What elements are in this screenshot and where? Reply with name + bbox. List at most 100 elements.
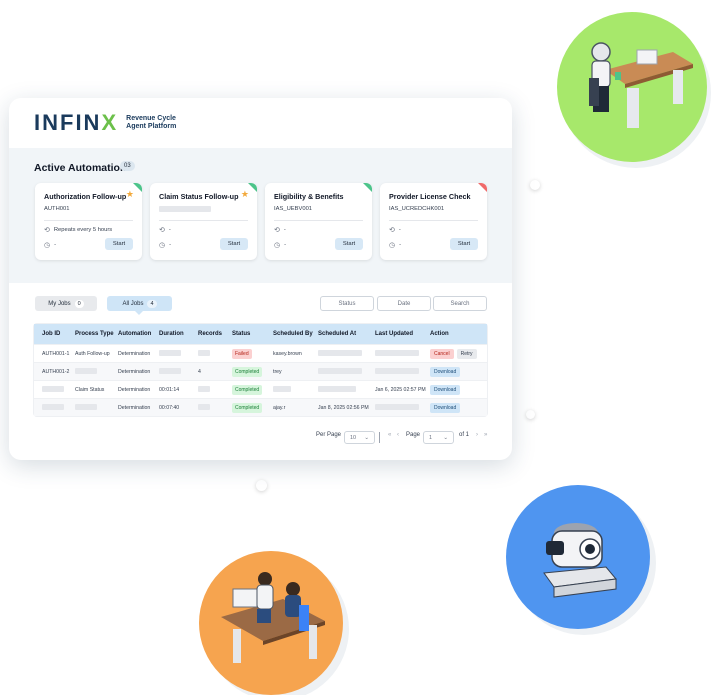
page-select[interactable]: 1 ⌄ <box>423 431 454 444</box>
job-id-placeholder <box>34 385 67 394</box>
process-type: Auth Follow-up <box>75 350 110 357</box>
card-code: AUTH001 <box>44 206 70 212</box>
records-placeholder <box>190 349 224 358</box>
duration: 00:01:14 <box>159 386 180 393</box>
start-button[interactable]: Start <box>335 238 363 250</box>
job-id: AUTH001-2 <box>42 368 70 375</box>
page-label: Page <box>406 432 421 438</box>
last-updated: Jan 6, 2025 02:57 PM <box>375 386 426 393</box>
status-corner <box>478 183 487 192</box>
robot-desk-illustration <box>557 12 707 162</box>
jobs-table: Job ID Process Type Automation Duration … <box>34 324 487 416</box>
repeat-text: - <box>398 227 401 233</box>
repeat-icon: ⟲ <box>274 227 280 234</box>
job-id-placeholder <box>34 403 67 412</box>
column-header[interactable]: Process Type <box>75 331 114 337</box>
table-row[interactable]: AUTH001-2 Determination 4 Completed trey… <box>34 362 487 380</box>
status-corner <box>133 183 142 192</box>
records-placeholder <box>190 403 224 412</box>
divider <box>379 432 380 443</box>
scheduled-by-placeholder <box>265 385 310 394</box>
column-header[interactable]: Records <box>198 331 223 337</box>
automation-card[interactable]: ★ Authorization Follow-up AUTH001 ⟲Repea… <box>35 183 142 260</box>
tab-label: All Jobs <box>122 300 144 307</box>
status-corner <box>248 183 257 192</box>
robot-at-desk-graphic <box>589 42 693 128</box>
column-header[interactable]: Automation <box>118 331 152 337</box>
automation-card[interactable]: Provider License Check IAS_UCREDCHK001 ⟲… <box>380 183 487 260</box>
automation: Determination <box>118 368 151 375</box>
download-button[interactable]: Download <box>430 384 461 395</box>
team-desk-illustration <box>199 551 343 695</box>
per-page-select[interactable]: 10 ⌄ <box>344 431 375 444</box>
status-filter[interactable]: Status <box>320 296 374 311</box>
status-cell: Completed <box>224 402 265 413</box>
scheduled-at-placeholder <box>310 367 367 376</box>
time-text: - <box>54 242 57 248</box>
repeat-text: - <box>283 227 286 233</box>
automation-card[interactable]: Eligibility & Benefits IAS_UEBV001 ⟲- ◷-… <box>265 183 372 260</box>
people-at-desk-graphic <box>221 572 325 663</box>
status-corner <box>363 183 372 192</box>
divider <box>274 220 363 221</box>
repeat-text: - <box>168 227 171 233</box>
card-title: Authorization Follow-up <box>44 192 127 201</box>
per-page-value: 10 <box>350 434 357 441</box>
star-icon[interactable]: ★ <box>240 189 249 199</box>
column-header[interactable]: Scheduled At <box>318 331 357 337</box>
app-window: INFINX Revenue Cycle Agent Platform Acti… <box>9 98 512 460</box>
page-value: 1 <box>429 434 433 441</box>
card-title: Claim Status Follow-up <box>159 192 239 201</box>
table-header: Job ID Process Type Automation Duration … <box>34 324 487 344</box>
automation-card[interactable]: ★ Claim Status Follow-up ⟲- ◷- Start <box>150 183 257 260</box>
star-icon[interactable]: ★ <box>125 189 134 199</box>
robot-head-illustration <box>506 485 650 629</box>
start-button[interactable]: Start <box>450 238 478 250</box>
status-badge: Failed <box>232 348 252 359</box>
clock-icon: ◷ <box>274 242 281 249</box>
scheduled-at-placeholder <box>310 385 367 394</box>
robot-head-graphic <box>543 523 617 598</box>
time-text: - <box>399 242 402 248</box>
status-badge: Completed <box>232 366 263 377</box>
column-header[interactable]: Action <box>430 331 449 337</box>
column-header[interactable]: Scheduled By <box>273 331 313 337</box>
start-button[interactable]: Start <box>220 238 248 250</box>
retry-button[interactable]: Retry <box>456 348 477 359</box>
column-header[interactable]: Duration <box>159 331 184 337</box>
repeat-icon: ⟲ <box>44 227 50 234</box>
column-header[interactable]: Last Updated <box>375 331 414 337</box>
last-updated-placeholder <box>367 403 422 412</box>
status-badge: Completed <box>232 384 263 395</box>
first-page-icon[interactable]: « <box>388 432 392 438</box>
repeat-text: Repeats every 5 hours <box>53 227 113 233</box>
download-button[interactable]: Download <box>430 402 461 413</box>
tab-all-jobs[interactable]: All Jobs 4 <box>107 296 172 315</box>
job-id: AUTH001-1 <box>42 350 70 357</box>
clock-icon: ◷ <box>44 242 51 249</box>
process-type-placeholder <box>67 367 110 376</box>
download-button[interactable]: Download <box>430 366 461 377</box>
search-input[interactable]: Search <box>433 296 487 311</box>
start-button[interactable]: Start <box>105 238 133 250</box>
date-filter[interactable]: Date <box>377 296 431 311</box>
table-row[interactable]: Determination 00:07:40 Completed ajay.r … <box>34 398 487 416</box>
active-automation-section: Active Automation 03 ★ Authorization Fol… <box>9 148 512 283</box>
cancel-button[interactable]: Cancel <box>430 348 454 359</box>
table-row[interactable]: AUTH001-1 Auth Follow-up Determination F… <box>34 344 487 362</box>
tab-my-jobs[interactable]: My Jobs 0 <box>35 296 97 311</box>
column-header[interactable]: Job ID <box>42 331 61 337</box>
last-page-icon[interactable]: » <box>484 432 488 438</box>
scheduled-at: Jan 8, 2025 02:56 PM <box>318 404 369 411</box>
table-row[interactable]: Claim Status Determination 00:01:14 Comp… <box>34 380 487 398</box>
prev-page-icon[interactable]: ‹ <box>397 432 399 438</box>
tab-count: 4 <box>147 299 157 308</box>
column-header[interactable]: Status <box>232 331 251 337</box>
duration-placeholder <box>151 367 190 376</box>
time-text: - <box>169 242 172 248</box>
next-page-icon[interactable]: › <box>476 432 478 438</box>
scheduled-by: ajay.r <box>273 404 286 411</box>
automation: Determination <box>118 350 151 357</box>
decorative-dot <box>256 480 267 491</box>
automation-count-badge: 03 <box>120 161 135 171</box>
